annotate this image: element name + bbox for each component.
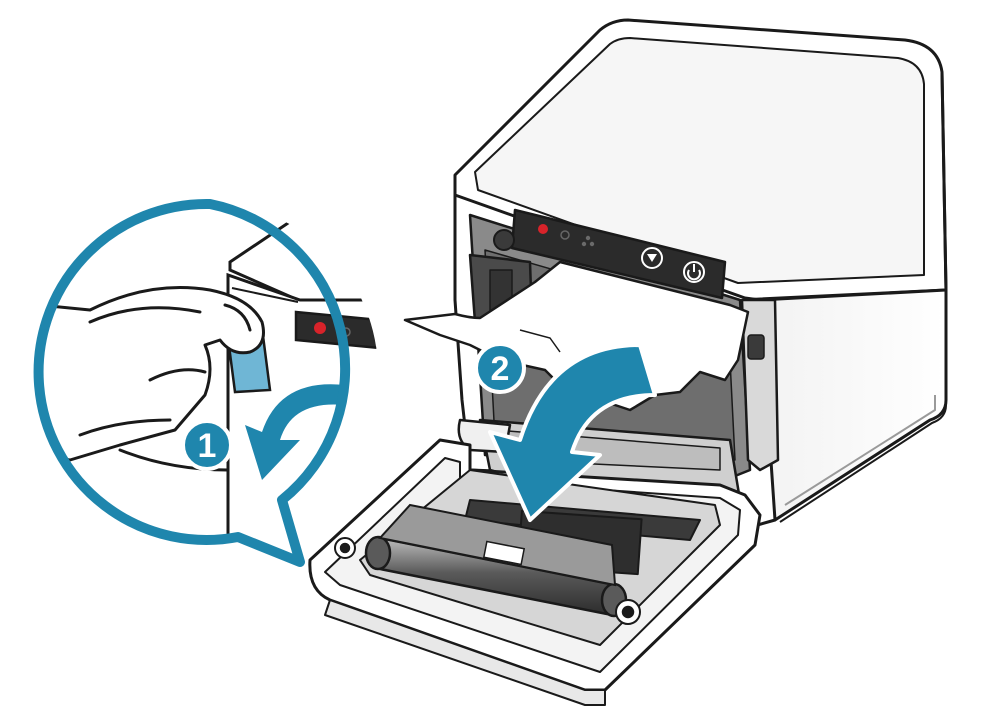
hand — [42, 286, 265, 472]
control-panel — [493, 208, 727, 300]
step-1-arrow — [245, 384, 345, 480]
feed-icon[interactable] — [641, 247, 663, 269]
zoom-callout — [33, 198, 378, 567]
power-icon[interactable] — [683, 261, 705, 283]
step-1-number: 1 — [198, 427, 217, 465]
error-led-icon — [538, 224, 548, 234]
platen-roller — [334, 503, 641, 625]
step-2-arrow — [488, 343, 657, 522]
step-2-badge: 2 — [474, 342, 526, 394]
step-1-badge: 1 — [181, 419, 233, 471]
network-led-icon — [581, 235, 595, 247]
step-2-number: 2 — [491, 350, 510, 388]
